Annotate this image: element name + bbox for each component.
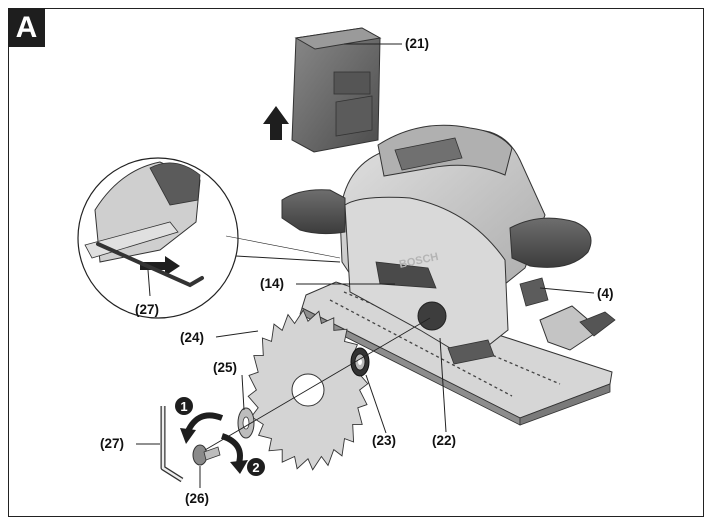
callout-14: (14) (260, 276, 285, 291)
inset-pull-arrow-icon (140, 256, 180, 276)
leader-lines (136, 43, 595, 488)
callout-26: (26) (185, 491, 210, 506)
callout-22: (22) (432, 433, 457, 448)
callout-23: (23) (372, 433, 397, 448)
battery-pack (291, 27, 382, 153)
detail-inset (77, 157, 341, 319)
inset-hex-key (96, 242, 204, 288)
callout-21: (21) (405, 36, 430, 51)
step-2-marker (247, 458, 265, 476)
step-2-label: 2 (252, 460, 259, 475)
figure-frame (8, 8, 704, 517)
callout-24: (24) (180, 330, 205, 345)
saw-body: BOSCH (281, 124, 616, 365)
clamping-screw (192, 444, 221, 466)
step-1-label: 1 (180, 399, 187, 414)
callout-4: (4) (597, 286, 614, 301)
assembly-axis-line (204, 317, 431, 451)
callout-27-inset: (27) (135, 302, 160, 317)
figure-letter-badge: A (8, 8, 45, 47)
battery-remove-arrow-icon (263, 106, 289, 140)
callout-27: (27) (100, 436, 125, 451)
step-1-marker (175, 397, 193, 415)
mounting-flange (350, 347, 370, 377)
clamping-flange (237, 407, 255, 439)
callout-25: (25) (213, 360, 238, 375)
